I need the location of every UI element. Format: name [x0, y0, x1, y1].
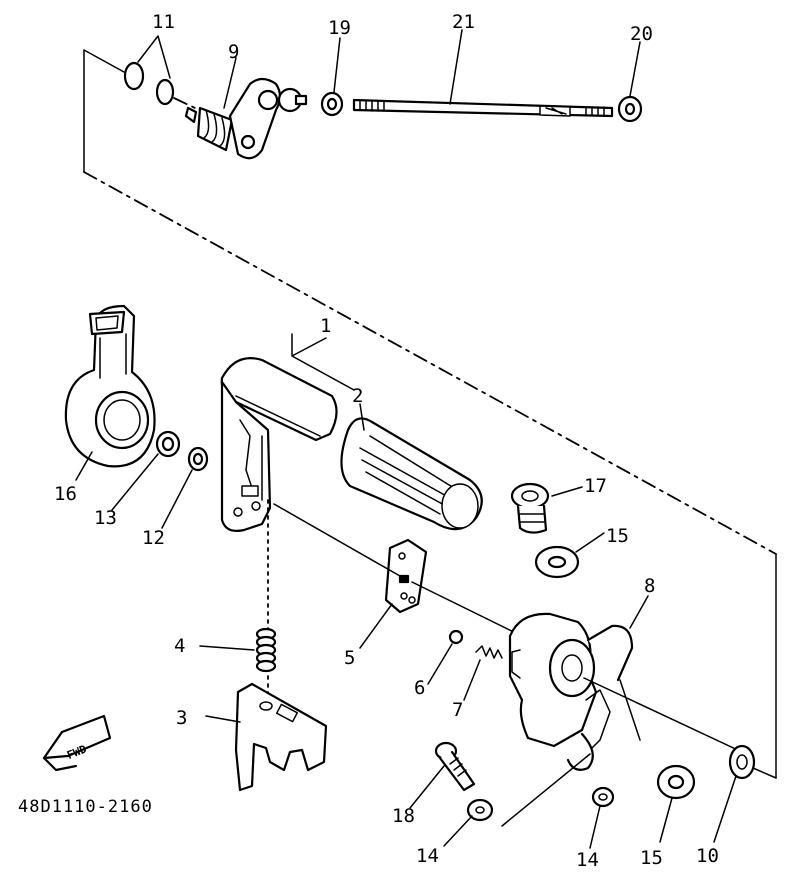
callout-numbers: 11 9 19 21 20 1 2 16 13 12 17 15 8 4 5 6… [54, 11, 719, 871]
part-5-plate [273, 503, 531, 641]
callout-14b: 14 [576, 849, 599, 871]
part-17-plug [510, 482, 550, 534]
callout-14a: 14 [416, 845, 439, 867]
callout-3: 3 [176, 707, 187, 729]
callout-2: 2 [352, 385, 363, 407]
callout-4: 4 [174, 635, 185, 657]
part-19-nut [320, 91, 344, 117]
callout-6: 6 [414, 677, 425, 699]
part-13-collar [155, 430, 181, 458]
callout-19: 19 [328, 17, 351, 39]
part-15-washer-upper [534, 545, 580, 579]
part-20-nut [617, 95, 643, 123]
part-2-grip [340, 417, 483, 531]
part-7-spring [475, 645, 503, 659]
callout-20: 20 [630, 23, 653, 45]
callout-12: 12 [142, 527, 165, 549]
part-4-spring [255, 627, 277, 673]
part-18-bolt [434, 741, 476, 792]
part-8-lever-housing [508, 612, 743, 771]
callout-21: 21 [452, 11, 475, 33]
callout-13: 13 [94, 507, 117, 529]
callout-15b: 15 [640, 847, 663, 869]
fwd-direction-arrow: FWD [42, 714, 112, 772]
part-1-handle-bracket [220, 357, 338, 701]
part-3-stopper [234, 682, 328, 792]
callout-17: 17 [584, 475, 607, 497]
callout-5: 5 [344, 647, 355, 669]
callout-11: 11 [152, 11, 175, 33]
part-6-ball [448, 629, 464, 645]
callout-18: 18 [392, 805, 415, 827]
part-12-washer [187, 446, 209, 472]
callout-7: 7 [452, 699, 463, 721]
part-15-washer-lower [656, 764, 696, 800]
part-16-grip-cover [64, 304, 156, 468]
part-21-shift-rod [352, 98, 614, 118]
part-14-washers [466, 786, 615, 822]
callout-15a: 15 [606, 525, 629, 547]
part-number-code: 48D1110-2160 [18, 797, 153, 817]
callout-8: 8 [644, 575, 655, 597]
callout-leaders [75, 29, 737, 849]
callout-10: 10 [696, 845, 719, 867]
callout-16: 16 [54, 483, 77, 505]
callout-1: 1 [320, 315, 331, 337]
part-11-washers [123, 61, 196, 109]
assembly-frame-lines [83, 49, 777, 779]
part-10-washer [728, 744, 756, 780]
part-9-shift-lever [184, 77, 308, 160]
callout-9: 9 [228, 41, 239, 63]
